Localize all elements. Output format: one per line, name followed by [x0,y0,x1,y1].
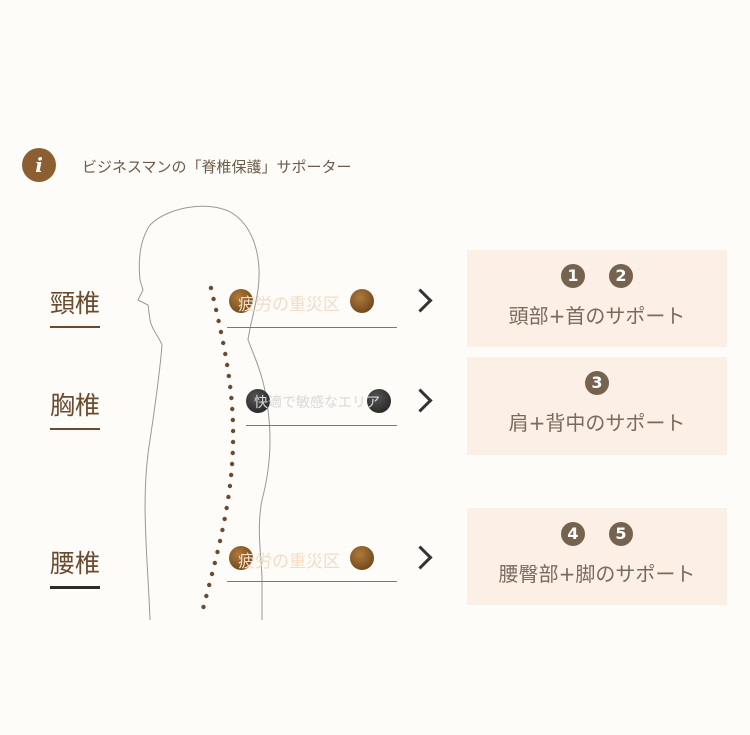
spine-dot [217,538,223,544]
spine-dot [213,307,219,313]
tag-lumbar: 疲労の重災区 [238,552,340,572]
label-cervical: 頸椎 [50,284,101,328]
label-lumbar: 腰椎 [50,544,101,589]
divider [227,327,397,328]
spine-dot [230,428,236,434]
support-card-shoulder-back: 3 肩+背中のサポート [467,357,727,455]
marker-dot [367,389,391,413]
spine-dot [228,472,234,478]
number-badge: 1 [561,264,585,288]
number-badge: 2 [609,264,633,288]
marker-dot [246,389,270,413]
spine-dot [230,417,236,423]
spine-dot [221,340,226,346]
number-badge: 3 [585,371,609,395]
spine-dot [226,494,231,500]
page-title: ビジネスマンの「脊椎保護」サポーター [82,158,352,176]
tag-thoracic: 快適で敏感なエリア [254,395,380,411]
spine-dot [220,527,225,533]
marker-dot [350,546,374,570]
marker-dot [350,289,374,313]
spine-dot [224,505,229,511]
spine-dot [216,318,221,324]
spine-dot [222,516,227,522]
spine-dot [212,560,218,566]
spine-dot [223,351,228,357]
spine-dot [230,439,236,445]
support-text: 腰臀部+脚のサポート [498,562,696,586]
spine-dot [226,373,232,379]
spine-dot [201,604,206,610]
spine-dot [207,582,212,588]
support-text: 頭部+首のサポート [508,304,686,328]
spine-dot [204,593,209,599]
spine-dot [229,461,235,467]
spine-dot [227,483,233,489]
support-text: 肩+背中のサポート [508,411,686,435]
divider [227,581,397,582]
tag-cervical: 疲労の重災区 [238,295,340,315]
marker-dot [229,546,253,570]
spine-dot [218,329,224,335]
divider [246,425,397,426]
number-badge: 5 [609,522,633,546]
spine-dot [209,571,215,577]
spine-dot [211,296,216,302]
label-thoracic: 胸椎 [50,386,101,430]
spine-dot [229,395,234,401]
spine-dot [215,549,220,555]
spine-dot [224,362,230,368]
spine-dots [201,285,236,610]
spine-dot [230,450,235,456]
spine-dot [228,384,233,390]
number-badge: 4 [561,522,585,546]
marker-dot [229,289,253,313]
info-icon: i [22,148,56,182]
spine-dot [208,285,214,291]
spine-dot [230,406,235,412]
